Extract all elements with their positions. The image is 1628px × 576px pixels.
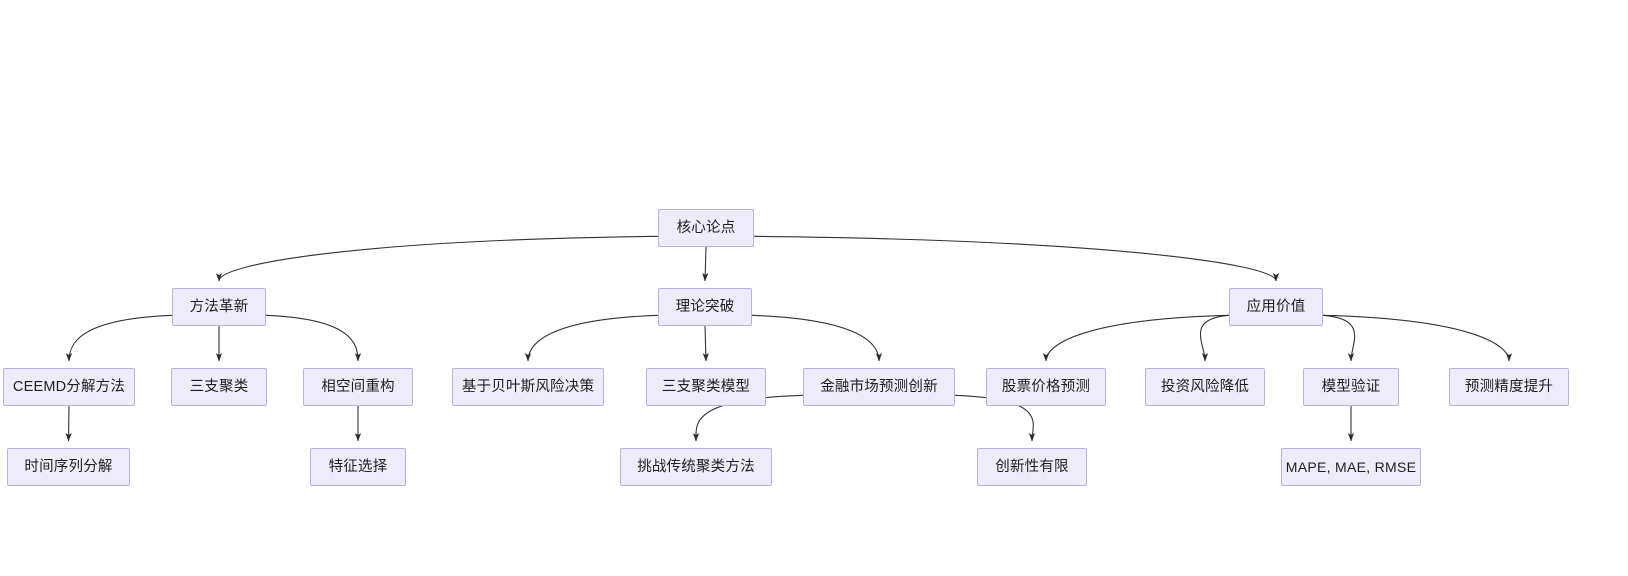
node-label: 创新性有限 <box>995 458 1069 475</box>
node-fin-innov[interactable]: 金融市场预测创新 <box>803 368 955 406</box>
edge-application-to-stock-pred <box>1042 314 1230 362</box>
node-label: 股票价格预测 <box>1001 378 1091 395</box>
edge-group <box>65 235 1513 442</box>
node-method[interactable]: 方法革新 <box>172 288 266 326</box>
edge-application-to-accuracy <box>1322 314 1513 362</box>
node-validation[interactable]: 模型验证 <box>1303 368 1399 406</box>
edge-root-to-application <box>753 235 1280 282</box>
node-label: MAPE, MAE, RMSE <box>1285 459 1417 475</box>
node-root[interactable]: 核心论点 <box>658 209 754 247</box>
node-label: 模型验证 <box>1321 378 1381 395</box>
node-phase[interactable]: 相空间重构 <box>303 368 413 406</box>
node-label: 三支聚类模型 <box>661 378 751 395</box>
edge-method-to-ceemd <box>65 314 173 362</box>
edge-theory-to-fin-innov <box>751 314 883 362</box>
node-accuracy[interactable]: 预测精度提升 <box>1449 368 1569 406</box>
node-label: 应用价值 <box>1246 298 1306 315</box>
node-label: 预测精度提升 <box>1464 378 1554 395</box>
node-label: 相空间重构 <box>321 378 395 395</box>
edge-theory-to-bayes <box>524 314 659 362</box>
edge-theory-to-twd-model <box>702 325 709 362</box>
node-bayes[interactable]: 基于贝叶斯风险决策 <box>452 368 604 406</box>
node-theory[interactable]: 理论突破 <box>658 288 752 326</box>
node-label: 基于贝叶斯风险决策 <box>461 378 595 395</box>
node-risk-red[interactable]: 投资风险降低 <box>1145 368 1265 406</box>
node-label: 特征选择 <box>328 458 388 475</box>
edge-method-to-phase <box>265 314 362 362</box>
node-ts-decomp[interactable]: 时间序列分解 <box>7 448 130 486</box>
edge-ceemd-to-ts-decomp <box>65 405 72 442</box>
node-label: 金融市场预测创新 <box>820 378 938 395</box>
node-twd-model[interactable]: 三支聚类模型 <box>646 368 766 406</box>
node-ceemd[interactable]: CEEMD分解方法 <box>3 368 135 406</box>
node-label: 时间序列分解 <box>24 458 113 475</box>
node-challenge[interactable]: 挑战传统聚类方法 <box>620 448 772 486</box>
node-stock-pred[interactable]: 股票价格预测 <box>986 368 1106 406</box>
node-limited[interactable]: 创新性有限 <box>977 448 1087 486</box>
node-application[interactable]: 应用价值 <box>1229 288 1323 326</box>
node-feat-sel[interactable]: 特征选择 <box>310 448 406 486</box>
node-label: 投资风险降低 <box>1160 378 1250 395</box>
node-label: 方法革新 <box>189 298 249 315</box>
node-metrics[interactable]: MAPE, MAE, RMSE <box>1281 448 1421 486</box>
node-three-way[interactable]: 三支聚类 <box>171 368 267 406</box>
edge-root-to-theory <box>702 246 709 282</box>
node-label: 理论突破 <box>675 298 735 315</box>
edge-application-to-risk-red <box>1199 314 1230 362</box>
edge-application-to-validation <box>1322 314 1356 362</box>
node-label: 挑战传统聚类方法 <box>637 458 755 475</box>
node-label: 三支聚类 <box>189 378 249 395</box>
node-label: 核心论点 <box>676 219 736 236</box>
edge-root-to-method <box>215 235 659 282</box>
node-label: CEEMD分解方法 <box>12 378 126 395</box>
